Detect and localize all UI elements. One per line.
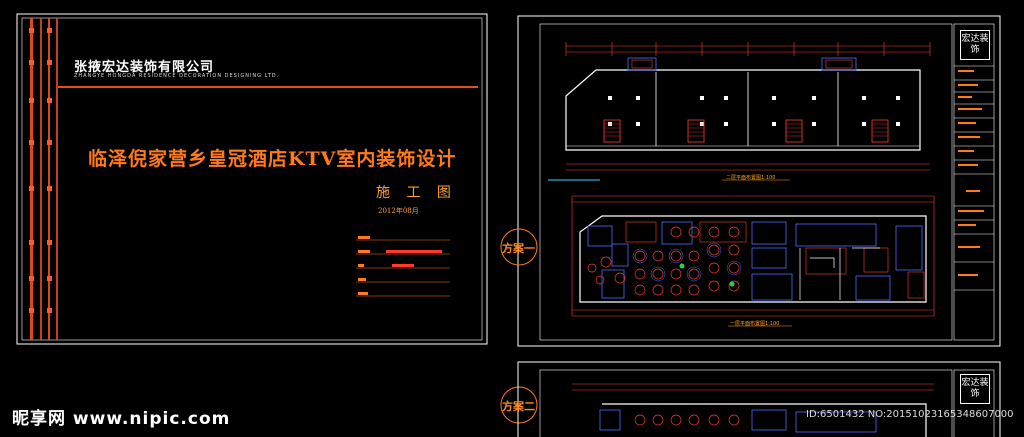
company-rule bbox=[58, 86, 478, 88]
plan-lower bbox=[571, 195, 935, 327]
sheet-1-title-block bbox=[954, 65, 994, 291]
cover-info-labels bbox=[358, 236, 442, 295]
project-title: 临泽倪家营乡皇冠酒店KTV室内装饰设计 bbox=[88, 148, 457, 170]
plan-scheme-2 bbox=[572, 383, 934, 437]
watermark-image-id: ID:6501432 NO:20151023165348607000 bbox=[806, 409, 1014, 420]
cover-sheet-frame bbox=[16, 13, 488, 345]
cover-info-block bbox=[356, 239, 450, 297]
plan-upper-caption: 二层平面布置图1:100 bbox=[726, 175, 776, 181]
scheme-1-label: 方案一 bbox=[502, 242, 535, 255]
watermark-brand: 昵享网 www.nipic.com bbox=[12, 409, 231, 429]
plan-lower-caption: 一层平面布置图1:100 bbox=[730, 321, 780, 327]
scheme-2-label: 方案二 bbox=[502, 400, 535, 413]
sheet-1-title-block-text bbox=[958, 70, 984, 276]
company-name-english: ZHANGYE HONGDA RESIDENCE DECORATION DESI… bbox=[74, 73, 280, 79]
drawing-date: 2012年08月 bbox=[378, 207, 419, 215]
company-name: 张掖宏达装饰有限公司 bbox=[74, 60, 215, 75]
cover-binding-bars bbox=[29, 18, 58, 340]
drawing-type-label: 施 工 图 bbox=[376, 185, 457, 201]
scheme-markers bbox=[500, 228, 538, 424]
sheet-2-frame bbox=[517, 361, 1001, 437]
sheet-1-frame bbox=[517, 15, 1001, 347]
sheet-2-company-stamp: 宏达装饰 bbox=[960, 374, 990, 404]
plan-upper bbox=[548, 42, 931, 181]
sheet-1-company-stamp: 宏达装饰 bbox=[960, 30, 990, 60]
